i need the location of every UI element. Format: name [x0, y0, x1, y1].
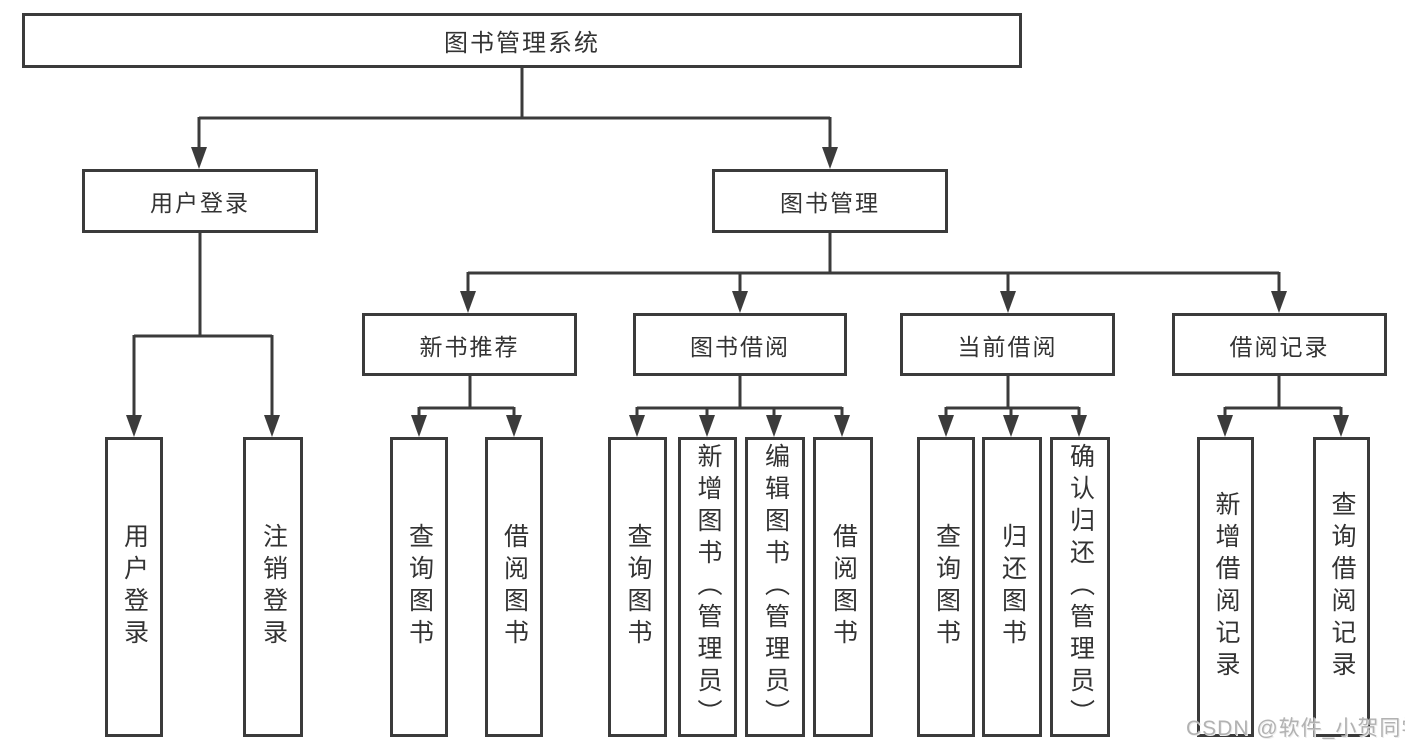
leaf-borrowing-add-admin-label: 新增图书（管理员）: [694, 443, 722, 731]
csdn-watermark: CSDN @软件_小贺同学: [1186, 717, 1405, 740]
leaf-newbooks-borrow-label: 借阅图书: [500, 523, 529, 651]
node-borrowing: 图书借阅: [633, 313, 847, 376]
leaf-newbooks-query: 查询图书: [390, 437, 448, 737]
node-book-management-label: 图书管理: [780, 190, 880, 216]
node-root: 图书管理系统: [22, 13, 1022, 68]
leaf-borrowing-query: 查询图书: [608, 437, 667, 737]
leaf-current-confirm-return-admin: 确认归还（管理员）: [1050, 437, 1110, 737]
leaf-user-login: 用户登录: [105, 437, 163, 737]
leaf-records-add: 新增借阅记录: [1197, 437, 1254, 737]
node-root-label: 图书管理系统: [444, 30, 600, 57]
connector-borrowing: [635, 375, 844, 416]
leaf-current-query-label: 查询图书: [932, 523, 961, 651]
leaf-records-query: 查询借阅记录: [1313, 437, 1370, 737]
node-book-management: 图书管理: [712, 169, 948, 233]
leaf-logout-label: 注销登录: [259, 523, 288, 651]
leaf-current-return: 归还图书: [982, 437, 1042, 737]
connector-user-login: [132, 231, 274, 416]
leaf-current-query: 查询图书: [917, 437, 975, 737]
leaf-user-login-label: 用户登录: [120, 523, 149, 651]
node-new-books: 新书推荐: [362, 313, 577, 376]
leaf-newbooks-query-label: 查询图书: [405, 523, 434, 651]
connector-new-books: [417, 375, 516, 416]
connector-book-management: [466, 231, 1281, 292]
leaf-logout: 注销登录: [243, 437, 303, 737]
node-borrow-records-label: 借阅记录: [1229, 333, 1330, 360]
leaf-borrowing-query-label: 查询图书: [624, 523, 652, 651]
node-current-borrow: 当前借阅: [900, 313, 1115, 376]
leaf-current-confirm-return-admin-label: 确认归还（管理员）: [1066, 443, 1095, 731]
arrowheads: [126, 147, 1349, 437]
leaf-borrowing-borrow: 借阅图书: [813, 437, 873, 737]
node-new-books-label: 新书推荐: [419, 333, 520, 360]
node-borrowing-label: 图书借阅: [690, 333, 790, 360]
node-user-login: 用户登录: [82, 169, 318, 233]
leaf-newbooks-borrow: 借阅图书: [485, 437, 543, 737]
leaf-borrowing-add-admin: 新增图书（管理员）: [678, 437, 737, 737]
node-current-borrow-label: 当前借阅: [957, 333, 1058, 360]
leaf-borrowing-edit-admin: 编辑图书（管理员）: [745, 437, 805, 737]
connector-root: [197, 67, 832, 147]
node-user-login-label: 用户登录: [150, 190, 250, 216]
leaf-current-return-label: 归还图书: [998, 523, 1027, 651]
connector-current: [944, 375, 1081, 416]
node-borrow-records: 借阅记录: [1172, 313, 1387, 376]
leaf-borrowing-edit-admin-label: 编辑图书（管理员）: [761, 443, 790, 731]
connector-records: [1223, 375, 1343, 416]
leaf-records-add-label: 新增借阅记录: [1212, 491, 1240, 683]
leaf-borrowing-borrow-label: 借阅图书: [829, 523, 858, 651]
leaf-records-query-label: 查询借阅记录: [1328, 491, 1356, 683]
